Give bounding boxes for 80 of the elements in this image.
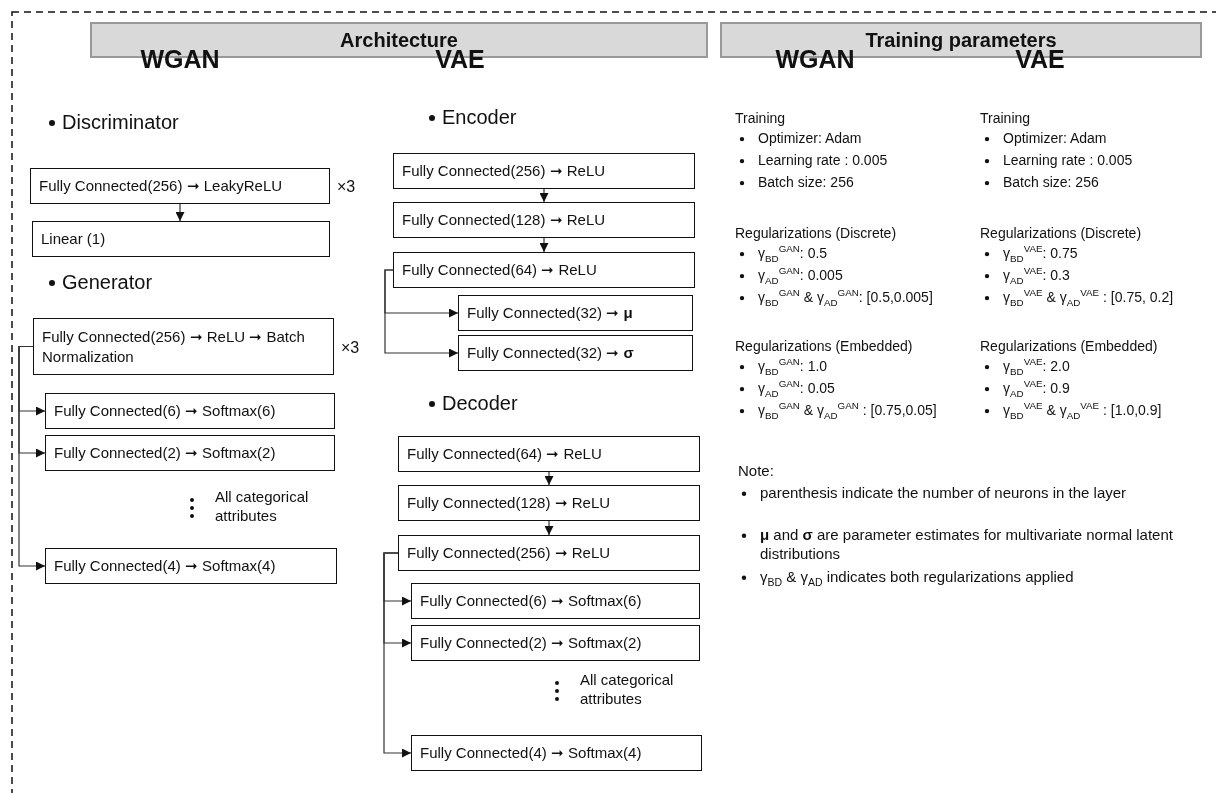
list-item: Discriminator [62, 110, 180, 135]
list-item: μ and σ are parameter estimates for multivariate normal latent distributions [760, 526, 1174, 564]
layer-label: Fully Connected(128) ➞ ReLU [407, 493, 611, 513]
layer-label: Fully Connected(2) ➞ Softmax(2) [54, 443, 276, 463]
layer-label: Fully Connected(32) ➞ σ [467, 343, 634, 363]
list-item: Generator [62, 270, 154, 295]
list-item: parenthesis indicate the number of neurons in the layer [760, 484, 1128, 503]
header-title: Training parameters [865, 28, 1057, 51]
arrow [175, 203, 185, 222]
layer-label: Fully Connected(256) ➞ ReLU ➞ Batch Normalization [42, 327, 306, 366]
list-item: γ$_{BD}$$^{GAN}$: 0.5 [758, 245, 829, 263]
arrow [384, 269, 459, 358]
layer-box [411, 583, 700, 619]
arrow [539, 237, 549, 253]
list-item: Optimizer: Adam [758, 130, 863, 148]
list-item: γ$_{AD}$$^{GAN}$: 0.05 [758, 380, 836, 398]
layer-label: Fully Connected(256) ➞ ReLU [402, 161, 606, 181]
list-item: Learning rate : 0.005 [1003, 152, 1134, 170]
text-label: Regularizations (Embedded) [735, 338, 914, 356]
layer-box [393, 252, 695, 288]
header-title: Architecture [340, 28, 458, 51]
layer-label: Fully Connected(6) ➞ Softmax(6) [420, 591, 642, 611]
layer-box [411, 735, 702, 771]
column-title: WGAN [774, 44, 856, 75]
layer-box [393, 153, 695, 189]
list-item: γ$_{BD}$ & γ$_{AD}$ indicates both regularizations applied [760, 568, 1075, 587]
arrow [539, 188, 549, 203]
layer-label: Fully Connected(4) ➞ Softmax(4) [54, 556, 276, 576]
layer-box [398, 485, 700, 521]
layer-label: Fully Connected(64) ➞ ReLU [402, 260, 597, 280]
layer-box [45, 435, 335, 471]
column-title: WGAN [139, 44, 221, 75]
list-item: Learning rate : 0.005 [758, 152, 889, 170]
list-item: Decoder [442, 391, 519, 416]
layer-label: Fully Connected(32) ➞ μ [467, 303, 633, 323]
repeat-label: ×3 [337, 177, 356, 197]
repeat-label: ×3 [341, 337, 360, 358]
text-label: All categorical attributes [215, 488, 310, 526]
layer-box [45, 393, 335, 429]
layer-label: Fully Connected(64) ➞ ReLU [407, 444, 602, 464]
layer-box [45, 548, 337, 584]
text-label: Regularizations (Discrete) [735, 225, 898, 243]
layer-label: Linear (1) [41, 229, 106, 249]
text-label: Regularizations (Discrete) [980, 225, 1143, 243]
layer-box [411, 625, 700, 661]
list-item: γ$_{BD}$$^{VAE}$: 2.0 [1003, 358, 1071, 376]
list-item: γ$_{AD}$$^{VAE}$: 0.3 [1003, 267, 1071, 285]
arrow [544, 471, 554, 486]
list-item: Batch size: 256 [758, 174, 855, 192]
text-label: Regularizations (Embedded) [980, 338, 1159, 356]
list-item: Encoder [442, 105, 518, 130]
layer-label: Fully Connected(128) ➞ ReLU [402, 210, 606, 230]
arrow [544, 520, 554, 536]
layer-box [398, 436, 700, 472]
layer-box [393, 202, 695, 238]
list-item: γ$_{BD}$$^{GAN}$: 1.0 [758, 358, 829, 376]
list-item: γ$_{AD}$$^{VAE}$: 0.9 [1003, 380, 1071, 398]
list-item: γ$_{BD}$$^{VAE}$ & γ$_{AD}$$^{VAE}$ : [0.75, 0.2] [1003, 289, 1175, 307]
list-item: Batch size: 256 [1003, 174, 1100, 192]
layer-box [458, 335, 693, 371]
list-item: γ$_{BD}$$^{GAN}$ & γ$_{AD}$$^{GAN}$: [0.5,0.005] [758, 289, 934, 307]
text-label: Note: [738, 462, 775, 481]
text-label: All categorical attributes [580, 671, 675, 709]
layer-label: Fully Connected(6) ➞ Softmax(6) [54, 401, 276, 421]
layer-label: Fully Connected(2) ➞ Softmax(2) [420, 633, 642, 653]
list-item: γ$_{BD}$$^{VAE}$ & γ$_{AD}$$^{VAE}$ : [1.0,0.9] [1003, 402, 1163, 420]
list-item: Optimizer: Adam [1003, 130, 1108, 148]
layer-box [458, 295, 693, 331]
list-item: γ$_{BD}$$^{GAN}$ & γ$_{AD}$$^{GAN}$ : [0.75,0.05] [758, 402, 938, 420]
layer-box [398, 535, 700, 571]
arrow [18, 345, 46, 571]
arrow [383, 552, 412, 758]
list-item: γ$_{AD}$$^{GAN}$: 0.005 [758, 267, 844, 285]
layer-label: Fully Connected(256) ➞ LeakyReLU [39, 176, 283, 196]
layer-label: Fully Connected(4) ➞ Softmax(4) [420, 743, 642, 763]
text-label: Training [980, 110, 1032, 128]
list-item: γ$_{BD}$$^{VAE}$: 0.75 [1003, 245, 1079, 263]
layer-box [32, 221, 330, 257]
text-label: Training [735, 110, 787, 128]
layer-label: Fully Connected(256) ➞ ReLU [407, 543, 611, 563]
